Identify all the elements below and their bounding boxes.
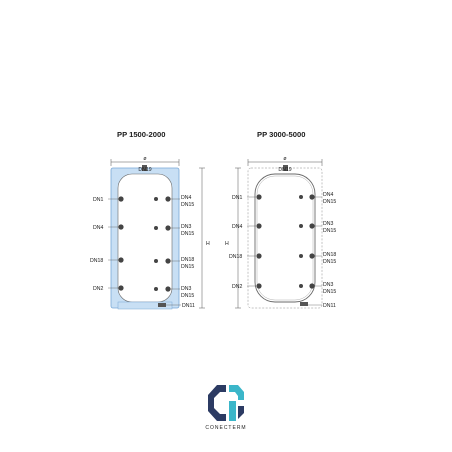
left-bottom-connection-label: DN11 xyxy=(182,303,195,309)
right-tank: ø DN19 H DN11 DN1 DN4 DN18 DN2 DN4 DN15 xyxy=(225,156,336,309)
svg-text:DN3: DN3 xyxy=(323,282,333,288)
conecterm-logo-icon xyxy=(208,385,244,421)
left-bottom-port xyxy=(158,303,166,307)
svg-text:DN3: DN3 xyxy=(181,286,191,292)
left-conn-label-2: DN4 xyxy=(93,225,103,231)
right-tank-jacket xyxy=(247,167,323,309)
left-height-label: H xyxy=(206,241,210,247)
svg-text:DN1: DN1 xyxy=(232,195,242,201)
right-height-label: H xyxy=(225,241,229,247)
right-diameter-label: ø xyxy=(283,156,287,162)
svg-text:DN15: DN15 xyxy=(323,259,336,265)
left-conn-label-4: DN2 xyxy=(93,286,103,292)
right-tank-left-connections: DN1 DN4 DN18 DN2 xyxy=(229,194,262,290)
right-top-connection-label: DN19 xyxy=(278,167,291,173)
left-diagram-title: PP 1500-2000 xyxy=(117,130,166,139)
left-conn-label-3: DN18 xyxy=(90,258,103,264)
svg-text:DN3: DN3 xyxy=(323,221,333,227)
left-tank-right-connections: DN4 DN15 DN3 DN15 DN18 DN15 DN3 DN15 xyxy=(154,195,194,299)
left-tank-vessel xyxy=(117,173,173,303)
svg-text:DN15: DN15 xyxy=(323,199,336,205)
svg-text:DN4: DN4 xyxy=(232,224,242,230)
svg-text:DN18: DN18 xyxy=(229,254,242,260)
right-bottom-connection-label: DN11 xyxy=(323,303,336,309)
left-tank: ø DN19 H DN11 DN1 DN4 DN18 DN2 DN4 DN1 xyxy=(90,156,210,310)
svg-text:DN15: DN15 xyxy=(323,228,336,234)
right-top-port xyxy=(283,165,288,171)
left-top-connection-label: DN19 xyxy=(138,167,151,173)
right-tank-vessel xyxy=(254,173,316,303)
svg-text:DN3: DN3 xyxy=(181,224,191,230)
svg-text:DN15: DN15 xyxy=(181,264,194,270)
right-bottom-port xyxy=(300,302,308,306)
right-tank-right-connections: DN4 DN15 DN3 DN15 DN18 DN15 DN3 DN15 xyxy=(299,192,336,295)
svg-text:DN2: DN2 xyxy=(232,284,242,290)
brand-name: CONECTERM xyxy=(205,425,247,431)
svg-text:DN15: DN15 xyxy=(181,202,194,208)
svg-text:DN4: DN4 xyxy=(181,195,191,201)
svg-text:DN4: DN4 xyxy=(323,192,333,198)
left-conn-label-1: DN1 xyxy=(93,197,103,203)
svg-text:DN18: DN18 xyxy=(323,252,336,258)
svg-text:DN15: DN15 xyxy=(181,231,194,237)
svg-text:DN18: DN18 xyxy=(181,257,194,263)
left-top-port xyxy=(142,165,147,171)
right-diagram-title: PP 3000-5000 xyxy=(257,130,306,139)
left-tank-left-connections: DN1 DN4 DN18 DN2 xyxy=(90,196,124,292)
svg-text:DN15: DN15 xyxy=(323,289,336,295)
left-diameter-label: ø xyxy=(143,156,147,162)
svg-text:DN15: DN15 xyxy=(181,293,194,299)
